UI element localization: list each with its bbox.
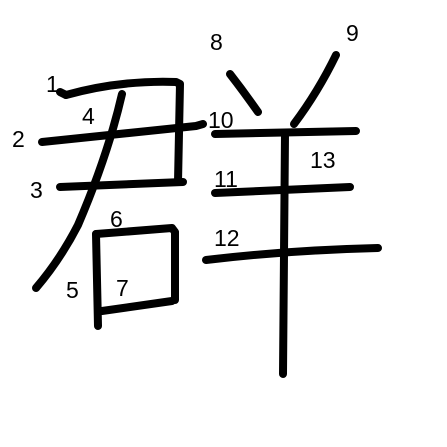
stroke-4 [62,77,184,186]
label-13: 13 [310,147,336,173]
label-4: 4 [82,103,95,129]
stroke-7-bottom [98,297,176,315]
label-10: 10 [208,107,234,133]
stroke-5 [32,90,126,292]
stroke-13 [279,130,289,378]
stroke-9 [290,51,340,128]
label-9: 9 [346,20,359,46]
label-6: 6 [110,206,123,232]
label-7: 7 [116,275,129,301]
label-2: 2 [12,126,25,152]
label-12: 12 [214,225,240,251]
stroke-8 [226,70,262,116]
label-11: 11 [214,166,238,192]
stroke-3 [56,178,187,191]
stroke-7 [92,230,102,330]
stroke-6 [92,224,179,304]
stroke-12 [202,244,382,264]
stroke-2 [38,120,207,146]
label-1: 1 [46,71,59,97]
label-5: 5 [66,277,79,303]
label-3: 3 [30,177,43,203]
label-8: 8 [210,29,223,55]
